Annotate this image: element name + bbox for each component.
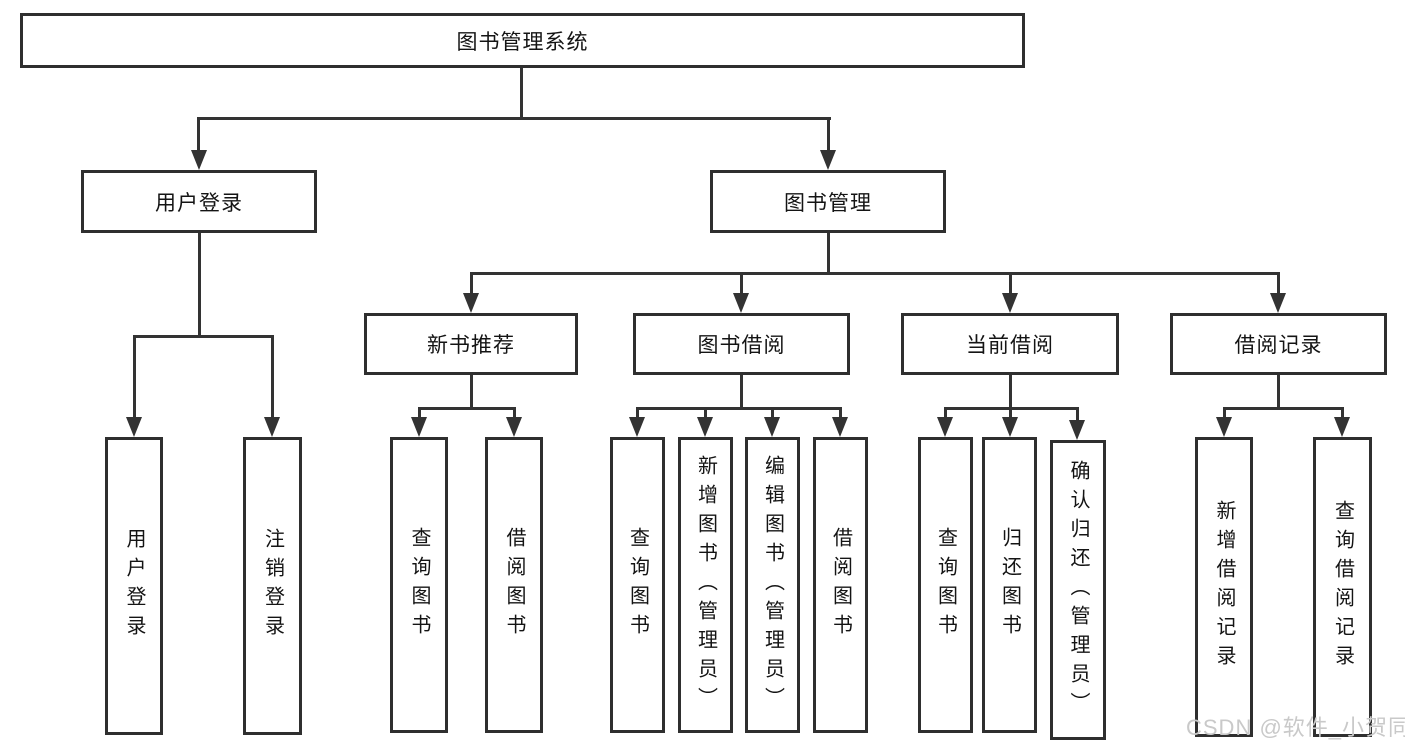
- leaf-logout: 注销登录: [243, 437, 302, 735]
- leaf-label: 借阅图书: [503, 527, 525, 643]
- connector-line: [197, 117, 200, 152]
- connector-line: [133, 335, 274, 338]
- leaf-borrow-query: 查询图书: [610, 437, 665, 733]
- leaf-label: 查询图书: [408, 527, 430, 643]
- arrow-down-icon: [733, 293, 749, 313]
- leaf-current-confirm-admin: 确认归还（管理员）: [1050, 440, 1106, 740]
- arrow-down-icon: [697, 417, 713, 437]
- connector-line: [1277, 375, 1280, 409]
- node-root: 图书管理系统: [20, 13, 1025, 68]
- leaf-newbook-query: 查询图书: [390, 437, 448, 733]
- connector-line: [470, 272, 1280, 275]
- connector-line: [520, 68, 523, 120]
- node-new-book-rec-label: 新书推荐: [427, 334, 515, 357]
- arrow-down-icon: [126, 417, 142, 437]
- leaf-label: 用户登录: [123, 528, 145, 644]
- connector-line: [1223, 407, 1344, 410]
- arrow-down-icon: [1270, 293, 1286, 313]
- connector-line: [197, 117, 831, 120]
- leaf-label: 注销登录: [261, 528, 284, 644]
- connector-line: [1009, 407, 1012, 421]
- arrow-down-icon: [1334, 417, 1350, 437]
- node-book-mgmt-label: 图书管理: [784, 191, 872, 215]
- arrow-down-icon: [411, 417, 427, 437]
- node-user-login-label: 用户登录: [155, 191, 243, 215]
- connector-line: [944, 407, 947, 421]
- node-book-borrow-label: 图书借阅: [697, 334, 786, 357]
- connector-line: [839, 407, 842, 421]
- node-new-book-rec: 新书推荐: [364, 313, 578, 375]
- leaf-record-query: 查询借阅记录: [1313, 437, 1372, 737]
- leaf-borrow-book: 借阅图书: [813, 437, 868, 733]
- node-borrow-records-label: 借阅记录: [1234, 334, 1323, 357]
- connector-line: [636, 407, 842, 410]
- connector-line: [1076, 407, 1079, 424]
- node-user-login: 用户登录: [81, 170, 317, 233]
- leaf-current-return: 归还图书: [982, 437, 1037, 733]
- arrow-down-icon: [463, 293, 479, 313]
- connector-line: [1277, 272, 1280, 295]
- connector-line: [418, 407, 421, 421]
- leaf-borrow-add-admin: 新增图书（管理员）: [678, 437, 733, 733]
- connector-line: [704, 407, 707, 421]
- arrow-down-icon: [764, 417, 780, 437]
- leaf-label: 新增图书（管理员）: [694, 454, 717, 716]
- leaf-current-query: 查询图书: [918, 437, 973, 733]
- connector-line: [1009, 272, 1012, 295]
- leaf-label: 查询借阅记录: [1331, 500, 1354, 674]
- connector-line: [636, 407, 639, 421]
- connector-line: [470, 375, 473, 409]
- arrow-down-icon: [832, 417, 848, 437]
- connector-line: [418, 407, 516, 410]
- node-borrow-records: 借阅记录: [1170, 313, 1387, 375]
- connector-line: [771, 407, 774, 421]
- leaf-label: 查询图书: [934, 527, 957, 643]
- leaf-label: 查询图书: [626, 527, 649, 643]
- connector-line: [740, 375, 743, 409]
- connector-line: [1223, 407, 1226, 421]
- watermark: CSDN @软件_小贺同学: [1186, 715, 1405, 740]
- connector-line: [740, 272, 743, 295]
- arrow-down-icon: [1069, 420, 1085, 440]
- connector-line: [198, 233, 201, 335]
- node-current-borrow: 当前借阅: [901, 313, 1119, 375]
- leaf-record-add: 新增借阅记录: [1195, 437, 1253, 737]
- node-current-borrow-label: 当前借阅: [966, 334, 1054, 357]
- arrow-down-icon: [629, 417, 645, 437]
- leaf-newbook-borrow: 借阅图书: [485, 437, 543, 733]
- node-book-mgmt: 图书管理: [710, 170, 946, 233]
- arrow-down-icon: [1002, 417, 1018, 437]
- connector-line: [1341, 407, 1344, 421]
- leaf-label: 确认归还（管理员）: [1067, 459, 1089, 721]
- leaf-label: 借阅图书: [829, 527, 852, 643]
- node-root-label: 图书管理系统: [456, 30, 589, 54]
- connector-line: [827, 233, 830, 274]
- arrow-down-icon: [1216, 417, 1232, 437]
- connector-line: [827, 117, 830, 152]
- arrow-down-icon: [191, 150, 207, 170]
- leaf-user-login: 用户登录: [105, 437, 163, 735]
- leaf-label: 编辑图书（管理员）: [761, 454, 784, 716]
- node-book-borrow: 图书借阅: [633, 313, 850, 375]
- arrow-down-icon: [506, 417, 522, 437]
- arrow-down-icon: [937, 417, 953, 437]
- arrow-down-icon: [1002, 293, 1018, 313]
- arrow-down-icon: [820, 150, 836, 170]
- leaf-label: 新增借阅记录: [1213, 500, 1235, 674]
- connector-line: [513, 407, 516, 421]
- leaf-label: 归还图书: [998, 527, 1021, 643]
- connector-line: [133, 335, 136, 419]
- leaf-borrow-edit-admin: 编辑图书（管理员）: [745, 437, 800, 733]
- connector-line: [470, 272, 473, 295]
- connector-line: [1009, 375, 1012, 409]
- connector-line: [271, 335, 274, 419]
- arrow-down-icon: [264, 417, 280, 437]
